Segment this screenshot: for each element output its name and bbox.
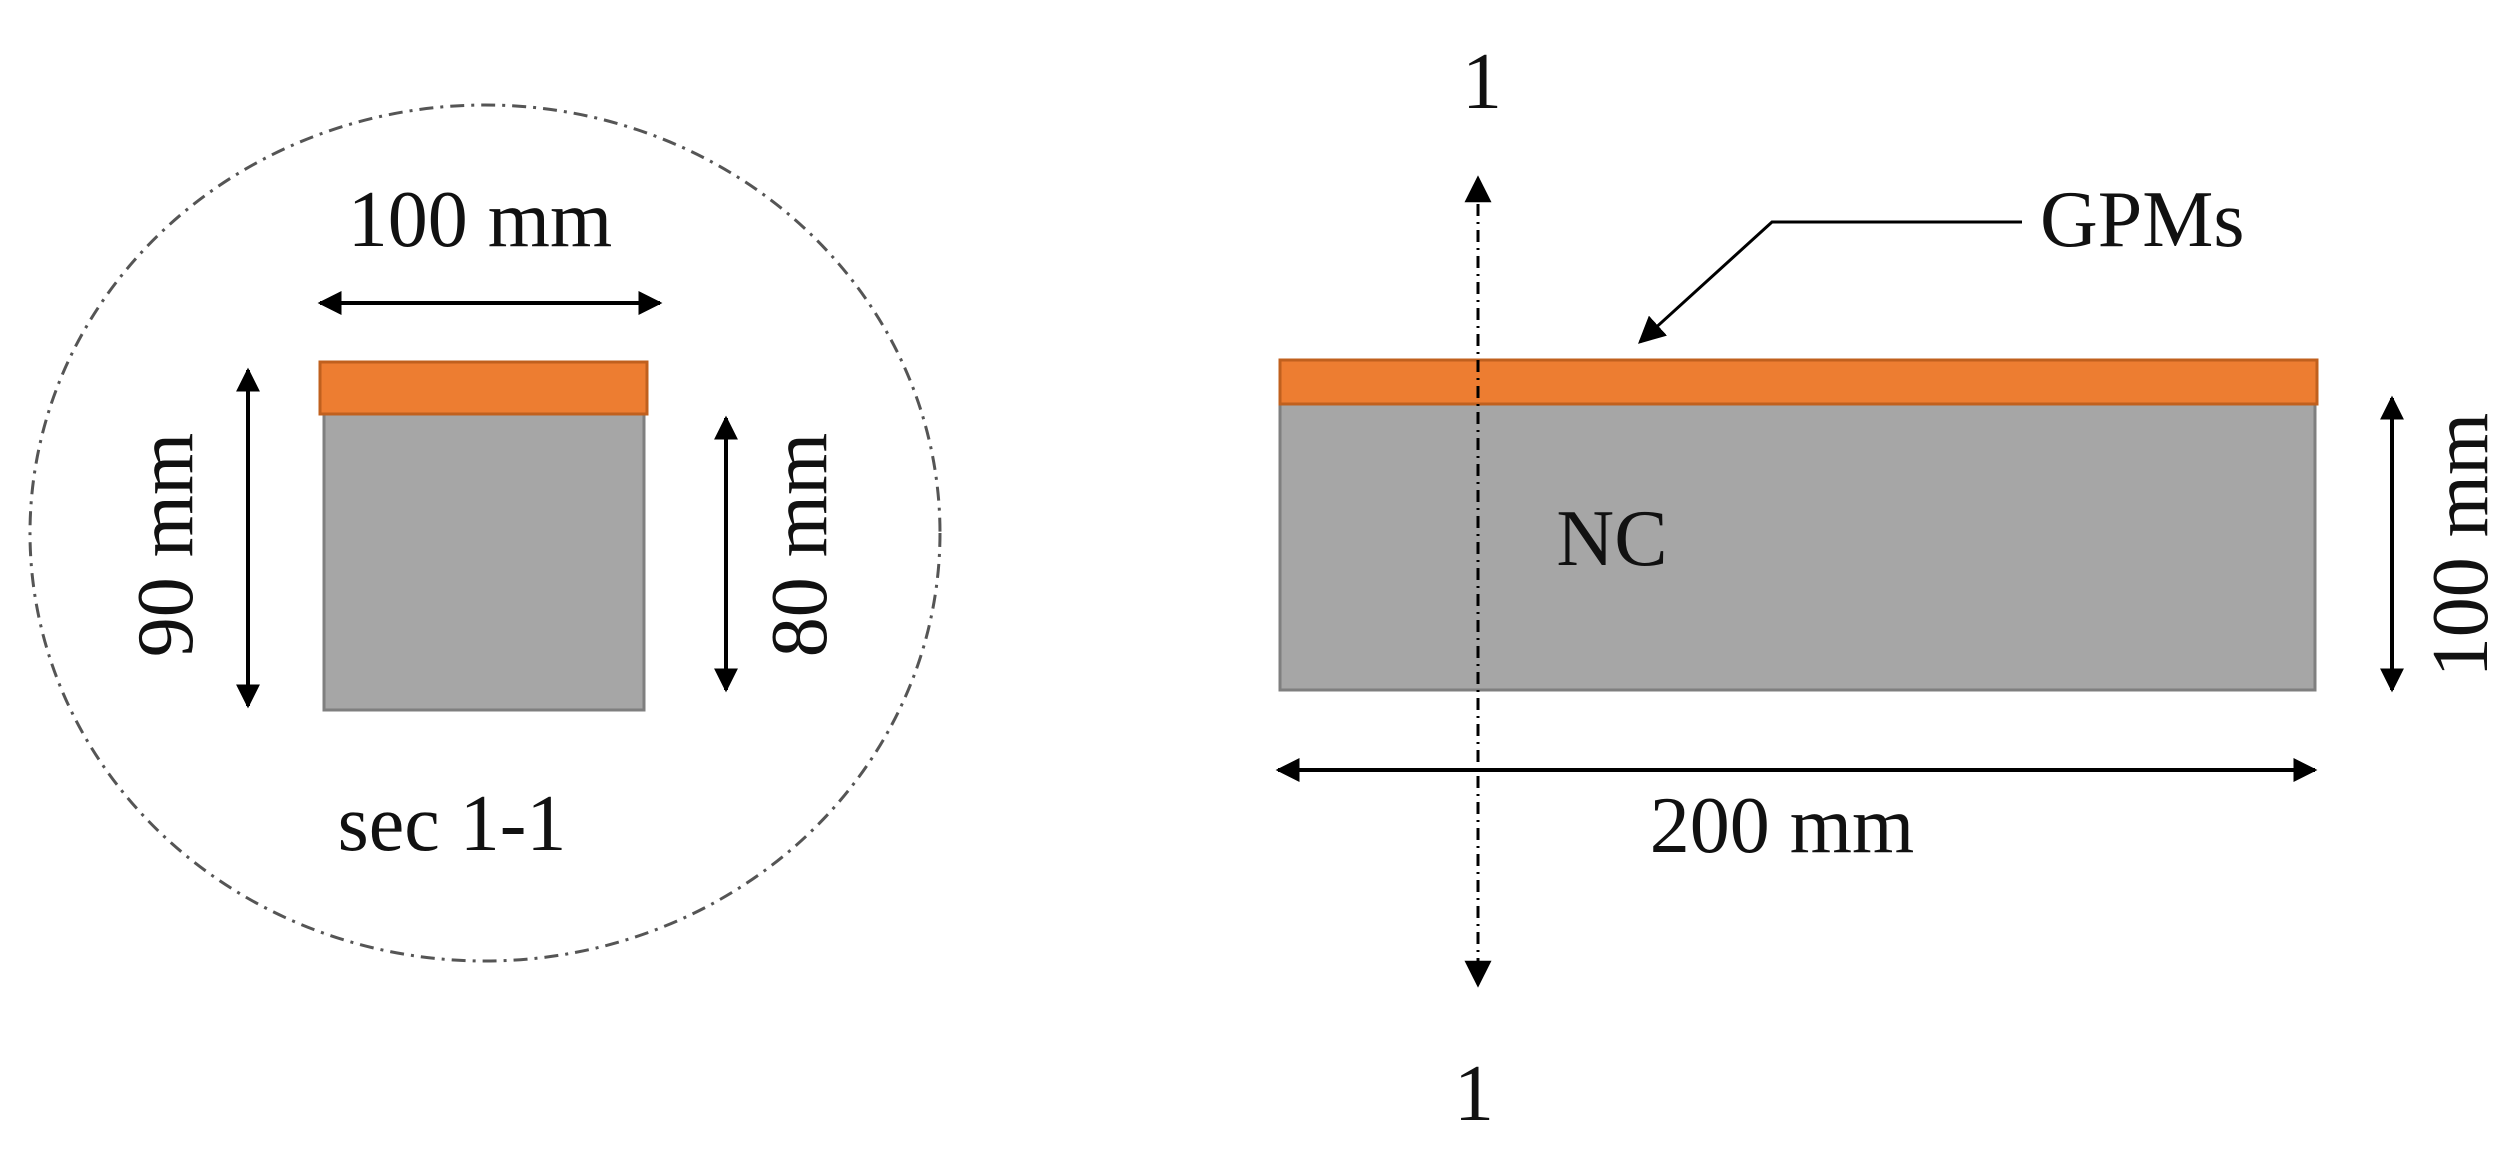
elevation-view: 1 1 GPMs NC 100 mm 200 mm xyxy=(1275,38,2505,1138)
elevation-gpm-layer xyxy=(1278,358,2319,406)
section-view: 100 mm 90 mm 80 mm sec 1-1 xyxy=(28,103,942,963)
section-concrete-block xyxy=(322,410,646,712)
cut-label-top: 1 xyxy=(1462,38,1502,126)
section-concrete-height-label: 80 mm xyxy=(756,433,844,657)
cut-label-bottom: 1 xyxy=(1454,1050,1494,1138)
core-label: NC xyxy=(1556,495,1667,583)
elevation-concrete-block xyxy=(1278,398,2317,692)
section-width-label: 100 mm xyxy=(348,176,612,264)
section-caption: sec 1-1 xyxy=(338,780,567,868)
section-gpm-layer xyxy=(318,360,649,416)
section-total-height-label: 90 mm xyxy=(122,433,210,657)
gpm-leader-arrow xyxy=(1638,220,2022,344)
elevation-height-label: 100 mm xyxy=(2417,413,2505,677)
elevation-length-label: 200 mm xyxy=(1650,782,1914,870)
gpm-label: GPMs xyxy=(2040,176,2245,264)
section-detail-circle xyxy=(28,103,942,963)
